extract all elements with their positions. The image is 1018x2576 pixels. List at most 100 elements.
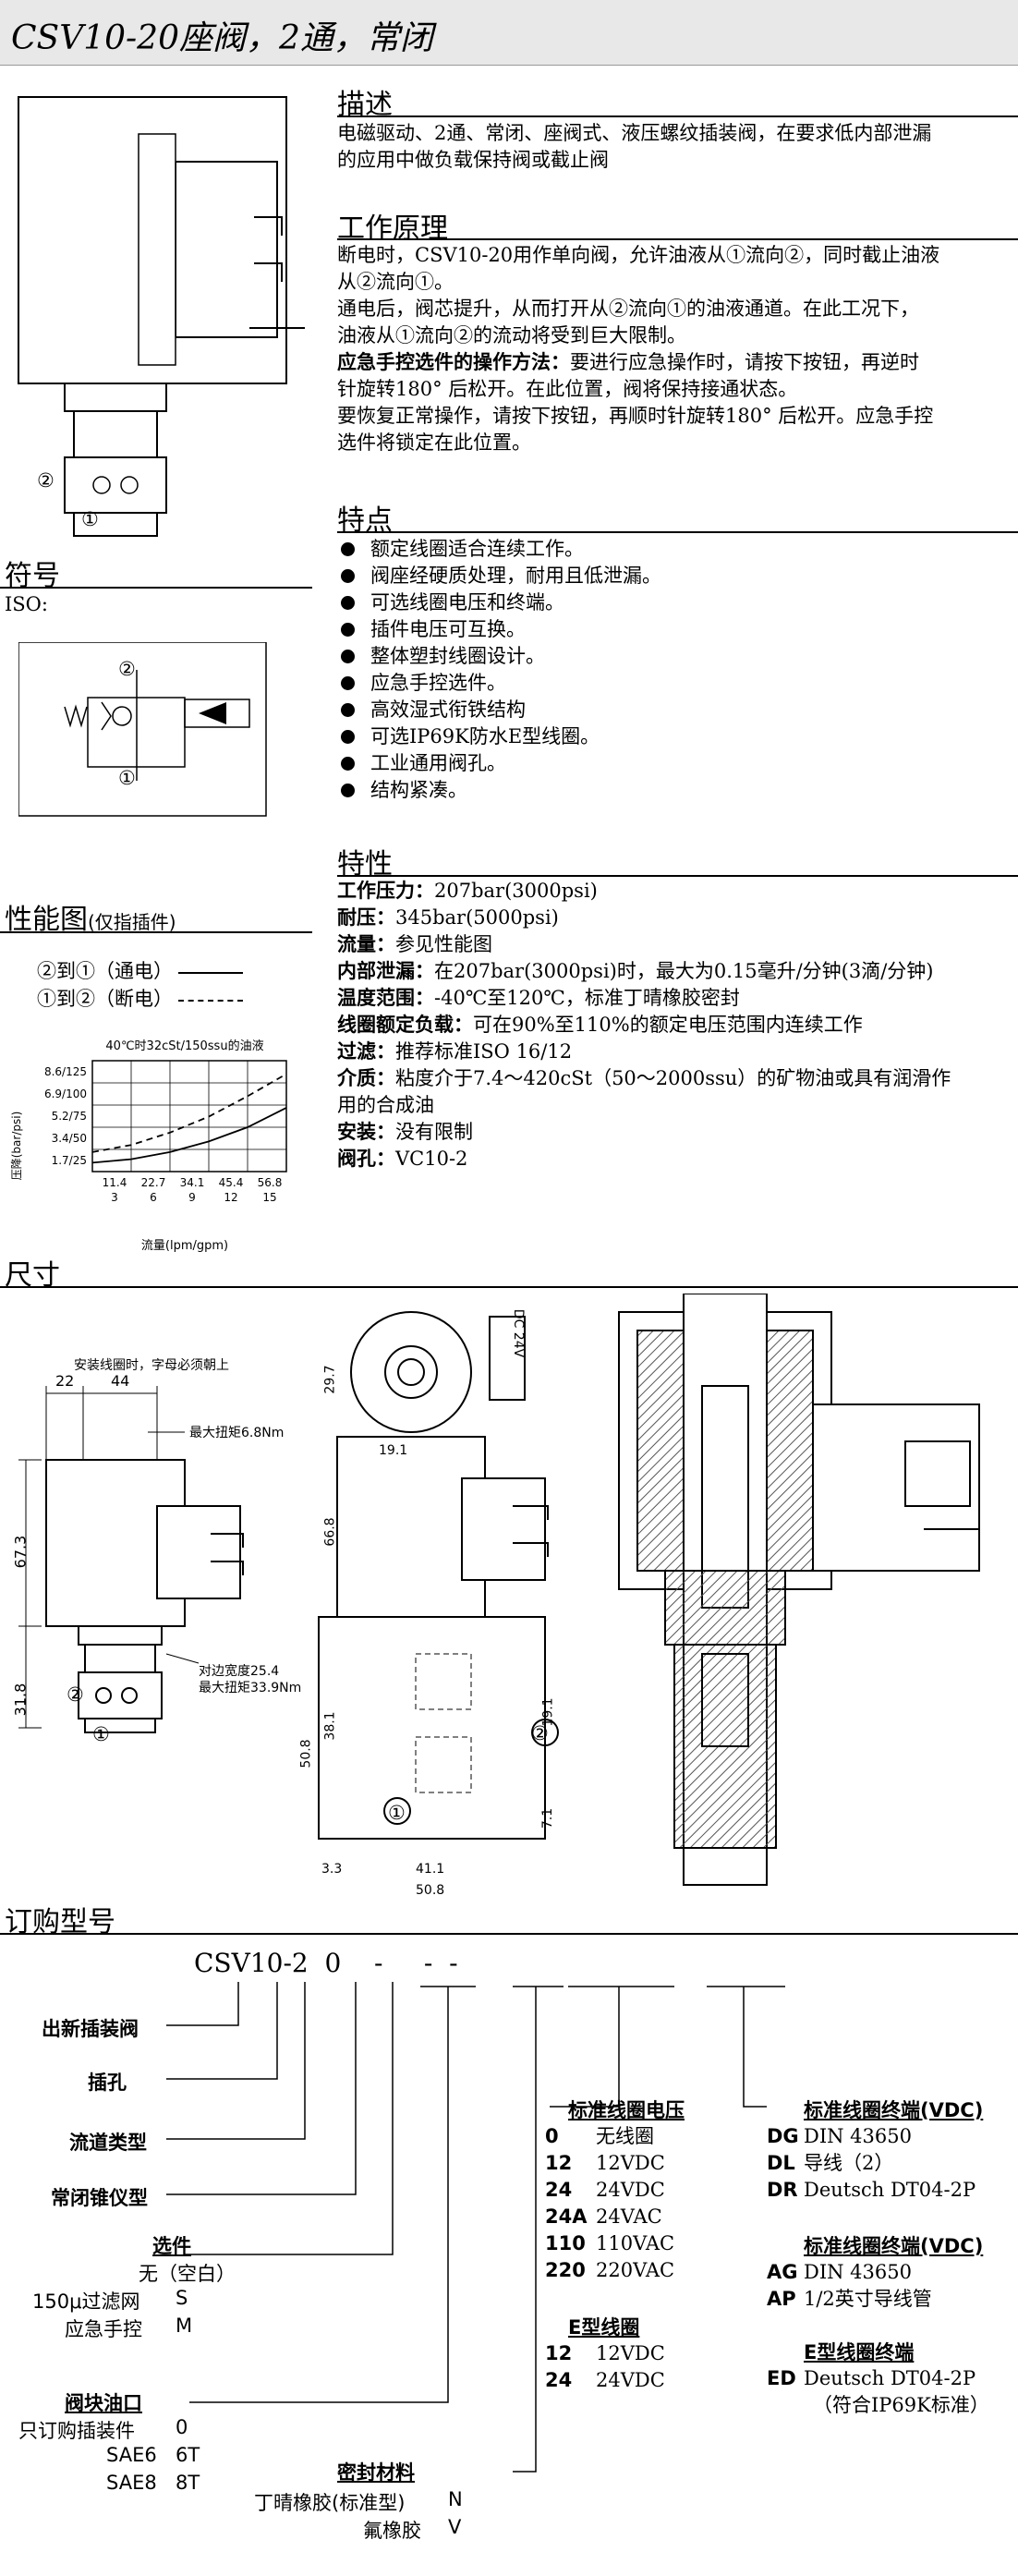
ecoil-head: E型线圈 (568, 2316, 640, 2339)
legend-1: ②到①（通电） (37, 958, 243, 985)
seal-row-0-code: N (448, 2488, 463, 2510)
dim-66-8: 66.8 (322, 1517, 338, 1547)
spec-row: 用的合成油 (337, 1094, 434, 1116)
dim-port-1: ① (92, 1723, 110, 1745)
ports-row-2-code: 8T (176, 2472, 200, 2494)
list-item: 额定线圈适合连续工作。 (337, 536, 1016, 563)
description-text: 电磁驱动、2通、常闭、座阀式、液压螺纹插装阀，在要求低内部泄漏 的应用中做负载保… (337, 122, 932, 171)
ports-row-1: SAE6 (106, 2444, 157, 2466)
seal-row-1: 氟橡胶 (363, 2520, 421, 2542)
option-manual: 应急手控 (65, 2318, 142, 2340)
principle-rule (337, 238, 1018, 240)
dim-50-8b: 50.8 (416, 1883, 445, 1898)
dimension-drawings (18, 1294, 980, 1886)
dim-22: 22 (55, 1372, 75, 1390)
x-tick-label: 22.7 (141, 1176, 166, 1189)
section-view (618, 1294, 980, 1886)
x-tick-label: 6 (150, 1191, 157, 1204)
order-rule (0, 1933, 1018, 1935)
label-cartridge: 出新插装阀 (42, 2018, 139, 2040)
chart-xlabel: 流量(lpm/gpm) (141, 1239, 228, 1253)
front-view (318, 1311, 559, 1840)
list-item: 结构紧凑。 (337, 777, 1016, 804)
label-flow: 流道类型 (69, 2132, 147, 2154)
y-tick-label: 1.7/25 (52, 1154, 87, 1167)
seal-head: 密封材料 (337, 2461, 415, 2484)
spec-row: 过滤：推荐标准ISO 16/12 (337, 1040, 573, 1063)
performance-chart: 40℃时32cSt/150ssu的油液 压降(bar/psi) 8.6/1256… (10, 1039, 287, 1253)
port-2-label: ② (37, 469, 55, 492)
option-filter: 150μ过滤网 (32, 2290, 140, 2313)
perf-heading: 性能图(仅指插件) (5, 904, 176, 936)
iso-label: ISO: (5, 593, 48, 615)
perf-rule (0, 931, 312, 933)
chart-series (91, 1073, 287, 1164)
plot-frame (91, 1060, 287, 1173)
spec-row: 线圈额定负载：可在90%至110%的额定电压范围内连续工作 (337, 1014, 863, 1036)
seal-row-1-code: V (448, 2516, 462, 2538)
label-type: 常闭锥仪型 (51, 2187, 148, 2209)
x-tick-label: 15 (262, 1191, 276, 1204)
series-line-1 (91, 1073, 287, 1153)
dim-67-3: 67.3 (11, 1535, 30, 1569)
term-e-note: （符合IP69K标准） (813, 2394, 989, 2416)
principle-text: 断电时，CSV10-20用作单向阀，允许油液从①流向②，同时截止油液 从②流向①… (337, 244, 940, 454)
front-port-2: ② (531, 1722, 549, 1744)
order-leader-lines (166, 1982, 785, 2473)
term-ac-head: 标准线圈终端(VDC) (804, 2235, 984, 2257)
voltage-head: 标准线圈电压 (568, 2099, 685, 2121)
model-code: CSV10-2 0 - - - (194, 1948, 458, 1978)
title-banner: CSV10-20座阀，2通，常闭 (0, 0, 1018, 66)
dim-38-1: 38.1 (322, 1711, 338, 1741)
spec-row: 安装：没有限制 (337, 1121, 473, 1143)
ports-head: 阀块油口 (65, 2392, 142, 2414)
list-item: 阀座经硬质处理，耐用且低泄漏。 (337, 563, 1016, 589)
symbol-port-2: ② (118, 658, 136, 680)
front-port-1: ① (388, 1802, 406, 1824)
dim-44: 44 (111, 1372, 130, 1390)
page-title: CSV10-20座阀，2通，常闭 (11, 19, 433, 57)
dim-note-top: 安装线圈时，字母必须朝上 (74, 1358, 229, 1373)
ports-row-2: SAE8 (106, 2472, 157, 2494)
dim-19-1a: 19.1 (379, 1443, 408, 1458)
y-tick-label: 5.2/75 (52, 1110, 87, 1123)
dim-3-3: 3.3 (321, 1862, 343, 1877)
features-rule (337, 531, 1018, 533)
options-head: 选件 (152, 2235, 191, 2257)
list-item: 高效湿式衔铁结构 (337, 697, 1016, 723)
dim-41-1: 41.1 (416, 1862, 445, 1877)
list-item: 整体塑封线圈设计。 (337, 643, 1016, 670)
dimensions-rule (0, 1286, 1018, 1288)
x-tick-label: 11.4 (103, 1176, 127, 1189)
seal-row-0: 丁晴橡胶(标准型) (254, 2492, 406, 2514)
spec-row: 流量：参见性能图 (337, 933, 492, 955)
spec-row: 阀孔：VC10-2 (337, 1148, 468, 1170)
x-tick-label: 9 (188, 1191, 196, 1204)
ports-row-0: 只订购插装件 (18, 2420, 135, 2442)
x-tick-label: 3 (111, 1191, 118, 1204)
side-view (45, 1459, 244, 1733)
symbol-port-1: ① (118, 767, 136, 789)
ports-row-0-code: 0 (176, 2416, 188, 2438)
features-list: 额定线圈适合连续工作。 阀座经硬质处理，耐用且低泄漏。 可选线圈电压和终端。 插… (337, 536, 1016, 804)
spec-row: 内部泄漏：在207bar(3000psi)时，最大为0.15毫升/分钟(3滴/分… (337, 960, 934, 982)
specs-rule (337, 875, 1018, 877)
dim-7-1: 7.1 (540, 1807, 556, 1829)
series-line-0 (91, 1107, 287, 1164)
dim-port-2: ② (67, 1683, 84, 1706)
y-tick-label: 6.9/100 (44, 1088, 87, 1100)
option-filter-code: S (176, 2287, 188, 2309)
legend-2: ①到②（断电） (37, 986, 243, 1013)
chart-title: 40℃时32cSt/150ssu的油液 (105, 1039, 263, 1053)
